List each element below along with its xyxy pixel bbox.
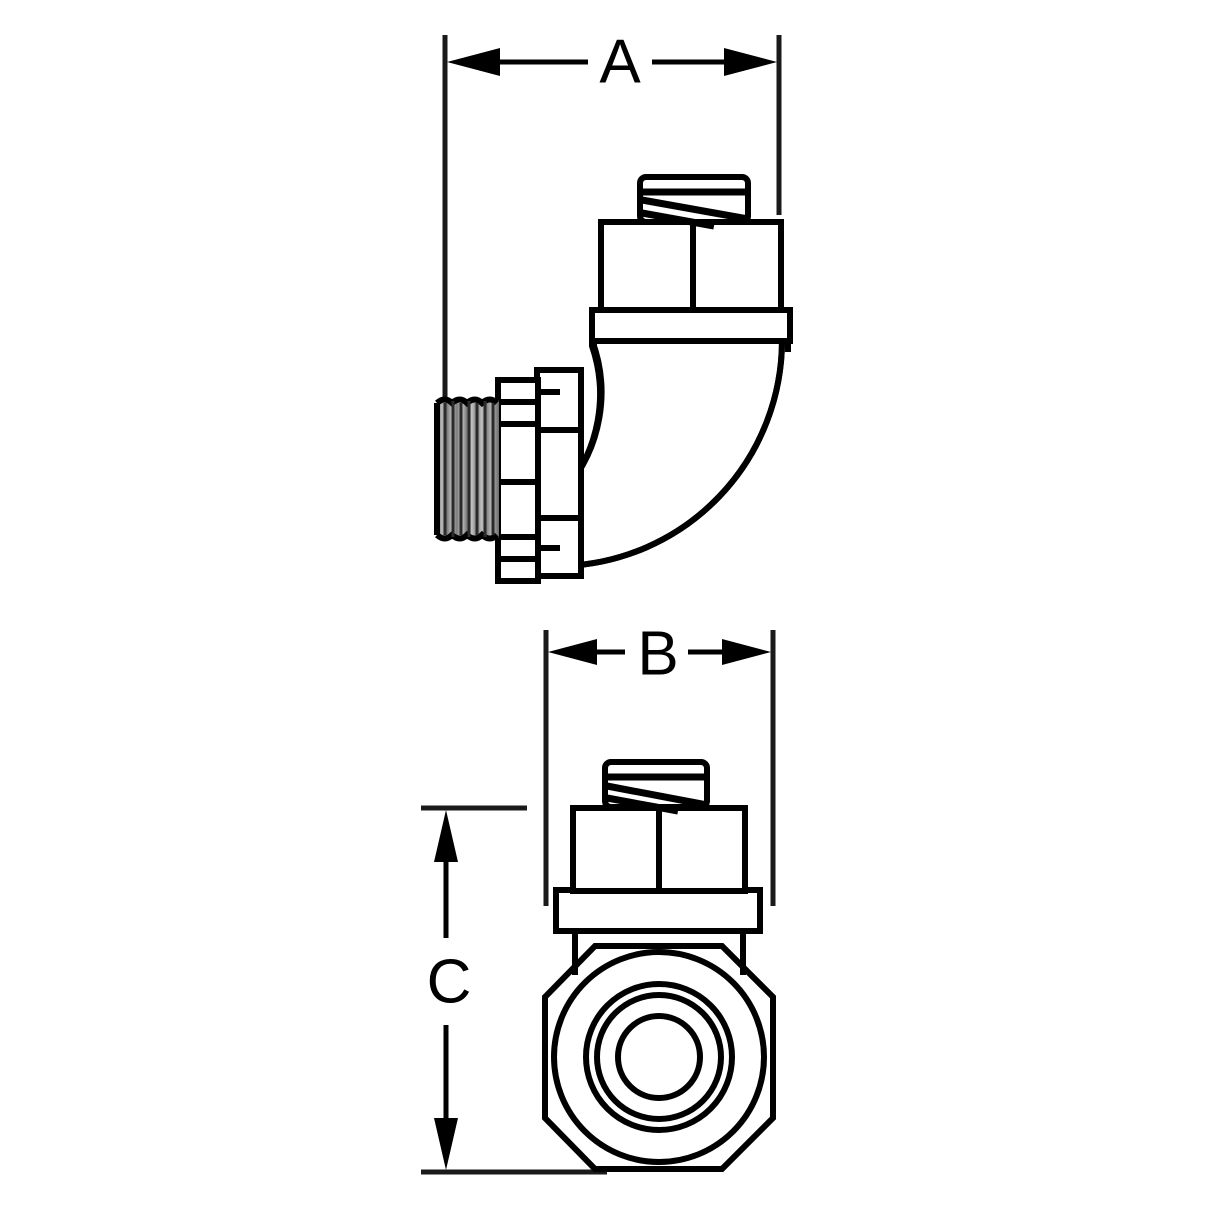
dimension-a-group: A [442,27,782,398]
dimension-c-label: C [427,947,472,1016]
gasket-step-bottom [495,556,541,584]
dimension-a-arrow-left-icon [447,48,500,76]
elbow-body [563,337,786,570]
bore-ring-third [594,992,724,1122]
locknut-face-upper [534,367,584,433]
gasket-step-top-2 [495,399,541,427]
locknut-face-middle [534,427,584,521]
bore-ring-inner [615,1013,703,1101]
clamp-screw-slot-upper-side [641,196,749,223]
gasket-step-top [495,377,541,405]
bore-ring-outer [551,949,767,1165]
gasket-step-lower-body [495,479,541,540]
thread-crest-bottom [435,530,500,542]
elbow-outer-radius-arc [565,339,786,569]
bore-ring-second [583,981,735,1133]
slotted-clamp-screw-side [637,174,751,230]
gland-flange-side [589,307,793,344]
dimension-c-arrow-down-icon [434,1118,458,1170]
end-elevation-view [542,759,776,1172]
dimension-c-arrow-up-icon [434,810,458,862]
gasket-step-bottom-2 [495,534,541,562]
dimension-b-arrow-right-icon [722,639,771,665]
sealing-washer-stack [495,367,584,584]
thread-groove-lines [443,401,495,537]
dimension-a-arrow-right-icon [724,48,777,76]
clamp-screw-slot-upper-end [606,782,708,809]
dimension-a-label: A [599,27,641,96]
clamp-screw-slot-lower-side [641,209,715,230]
gland-flange-end [553,887,763,934]
dimension-b-group: B [543,619,776,906]
thread-crest-top [435,396,500,408]
octagonal-hub-nut [542,943,776,1172]
dimension-c-group: C [421,805,607,1175]
dimension-b-label: B [637,619,678,688]
slotted-clamp-screw-end [602,759,710,815]
concentric-bore-rings [551,949,767,1165]
threaded-male-end [434,396,500,542]
clamp-screw-slot-lower-end [606,794,679,815]
side-elevation-view [434,174,793,584]
gasket-step-upper-body [495,421,541,485]
dimension-b-arrow-left-icon [548,639,597,665]
